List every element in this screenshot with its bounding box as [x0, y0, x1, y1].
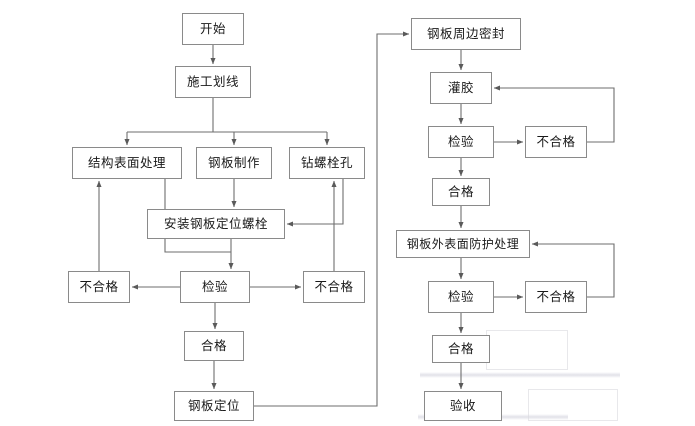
node-plate-positioning[interactable]: 钢板定位	[174, 391, 254, 421]
node-pass-1[interactable]: 合格	[184, 331, 244, 361]
node-inspection-2[interactable]: 检验	[428, 126, 494, 158]
node-fail-left[interactable]: 不合格	[68, 271, 130, 303]
watermark-box-lower	[528, 389, 618, 421]
node-fail-right-2[interactable]: 不合格	[525, 281, 587, 313]
edge-drill-installbolt	[286, 179, 344, 227]
node-inspection-3[interactable]: 检验	[428, 281, 494, 313]
watermark-band-one	[420, 372, 620, 378]
node-fail-right[interactable]: 不合格	[303, 271, 365, 303]
node-plate-fabrication[interactable]: 钢板制作	[196, 147, 272, 179]
node-surface-treatment[interactable]: 结构表面处理	[72, 147, 182, 179]
node-grouting[interactable]: 灌胶	[430, 72, 492, 104]
node-perimeter-sealing[interactable]: 钢板周边密封	[411, 18, 521, 50]
node-pass-2[interactable]: 合格	[432, 178, 490, 206]
node-inspection-1[interactable]: 检验	[180, 271, 250, 303]
watermark-box-upper	[486, 330, 568, 370]
node-drill-bolt-holes[interactable]: 钻螺栓孔	[289, 147, 365, 179]
node-marking[interactable]: 施工划线	[175, 66, 251, 98]
node-pass-3[interactable]: 合格	[432, 335, 490, 363]
node-surface-protection[interactable]: 钢板外表面防护处理	[396, 230, 530, 258]
node-fail-right-1[interactable]: 不合格	[525, 126, 587, 158]
node-start[interactable]: 开始	[182, 13, 244, 45]
node-install-anchor-bolts[interactable]: 安装钢板定位螺栓	[147, 209, 285, 239]
node-acceptance[interactable]: 验收	[424, 391, 502, 421]
